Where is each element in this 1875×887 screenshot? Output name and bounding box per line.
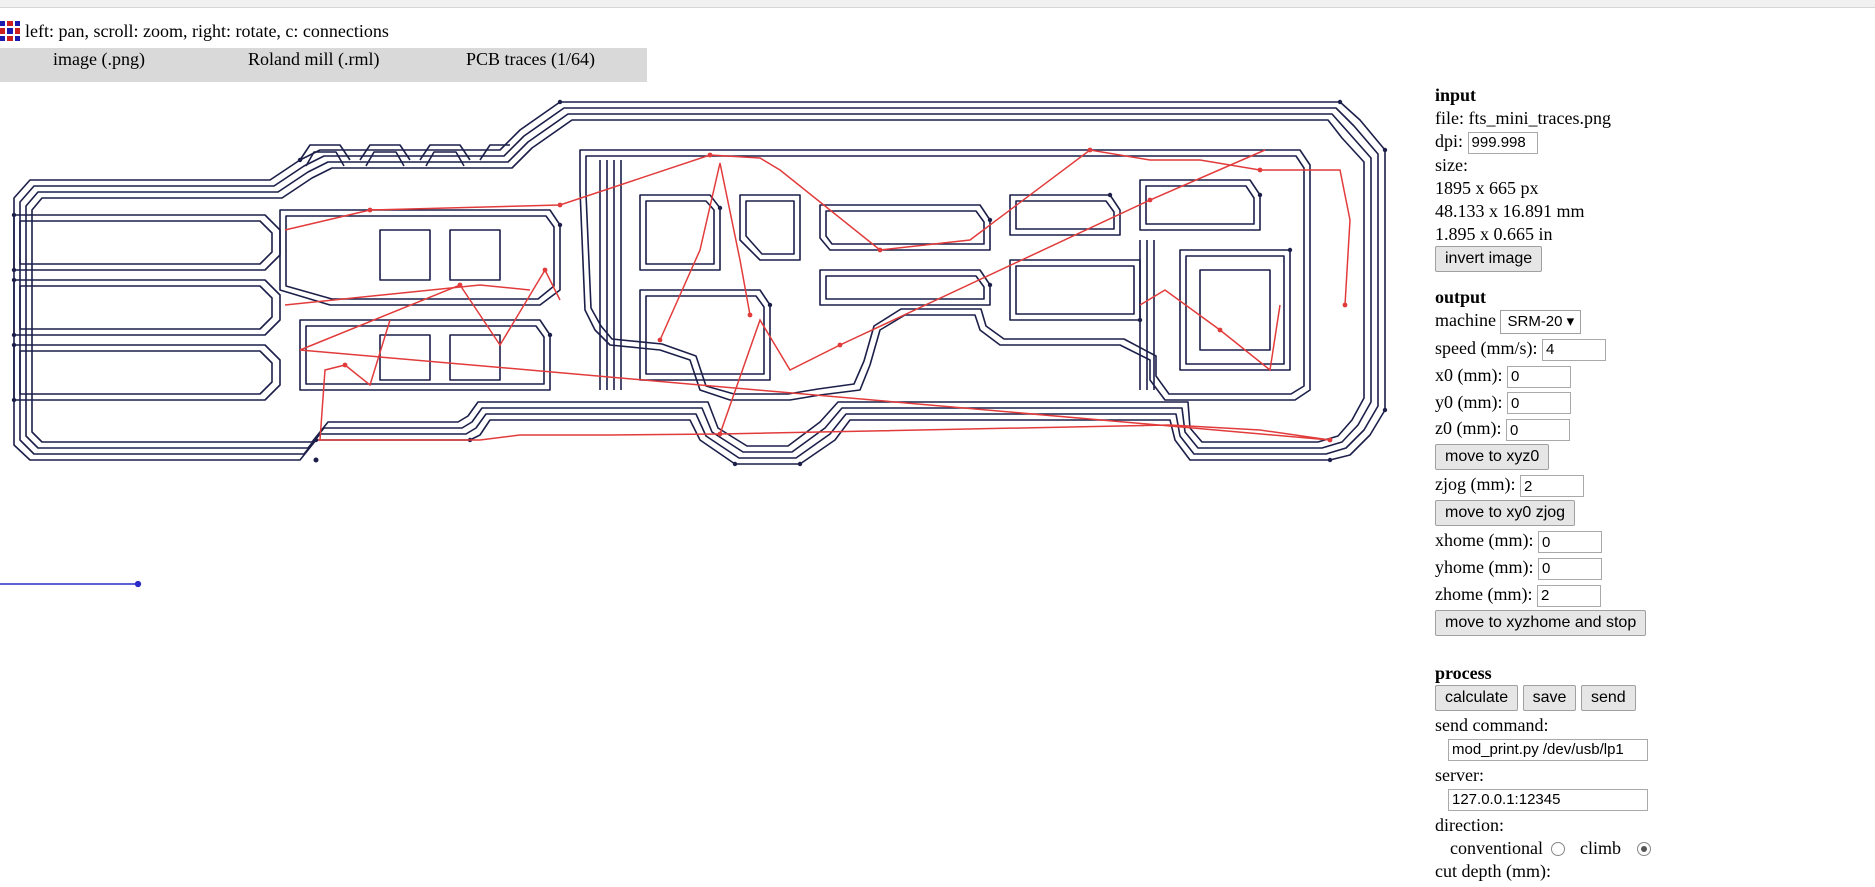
z0-row: z0 (mm): bbox=[1435, 417, 1875, 442]
dpi-input[interactable] bbox=[1467, 131, 1538, 154]
dpi-label: dpi: bbox=[1435, 131, 1464, 151]
dropdown-arrow-icon: ▾ bbox=[1566, 312, 1575, 330]
app-grid-icon bbox=[0, 21, 20, 41]
move-to-xy0-zjog-button[interactable]: move to xy0 zjog bbox=[1435, 500, 1576, 527]
y0-label: y0 (mm): bbox=[1435, 391, 1503, 412]
speed-input[interactable] bbox=[1541, 338, 1606, 361]
input-file-row: file: fts_mini_traces.png bbox=[1435, 107, 1875, 130]
toolpath-view[interactable] bbox=[0, 90, 1420, 610]
z0-label: z0 (mm): bbox=[1435, 418, 1502, 439]
connection-lines bbox=[284, 149, 1351, 441]
size-px: 1895 x 665 px bbox=[1435, 177, 1539, 198]
yhome-row: yhome (mm): bbox=[1435, 556, 1875, 580]
size-label: size: bbox=[1435, 154, 1468, 175]
calculate-button[interactable]: calculate bbox=[1435, 684, 1519, 711]
server-input[interactable] bbox=[1448, 788, 1648, 811]
toolpath-points bbox=[11, 99, 1388, 467]
zhome-label: zhome (mm): bbox=[1435, 583, 1533, 604]
settings-panel: input file: fts_mini_traces.png dpi: siz… bbox=[1435, 84, 1875, 883]
direction-row: conventional climb bbox=[1435, 837, 1875, 860]
output-heading: output bbox=[1435, 286, 1487, 307]
file-name: fts_mini_traces.png bbox=[1468, 108, 1611, 128]
browser-top-edge bbox=[0, 0, 1875, 8]
climb-radio[interactable] bbox=[1637, 842, 1652, 857]
server-label: server: bbox=[1435, 764, 1484, 785]
invert-image-button[interactable]: invert image bbox=[1435, 245, 1543, 272]
dpi-row: dpi: bbox=[1435, 130, 1875, 154]
tab-image-png[interactable]: image (.png) bbox=[53, 49, 145, 69]
move-to-xyz0-button[interactable]: move to xyz0 bbox=[1435, 444, 1550, 471]
machine-select[interactable]: SRM-20 ▾ bbox=[1500, 309, 1582, 334]
speed-label: speed (mm/s): bbox=[1435, 337, 1538, 358]
yhome-label: yhome (mm): bbox=[1435, 557, 1534, 577]
tab-pcb-traces[interactable]: PCB traces (1/64) bbox=[466, 49, 595, 69]
move-to-xyzhome-button[interactable]: move to xyzhome and stop bbox=[1435, 609, 1647, 636]
send-command-label: send command: bbox=[1435, 714, 1549, 735]
zhome-row: zhome (mm): bbox=[1435, 583, 1875, 607]
controls-hint: left: pan, scroll: zoom, right: rotate, … bbox=[25, 20, 389, 41]
x0-row: x0 (mm): bbox=[1435, 364, 1875, 388]
file-label: file: bbox=[1435, 108, 1464, 128]
y0-input[interactable] bbox=[1507, 392, 1571, 415]
zjog-label: zjog (mm): bbox=[1435, 474, 1516, 495]
conventional-label: conventional bbox=[1450, 837, 1543, 858]
speed-row: speed (mm/s): bbox=[1435, 337, 1875, 361]
x0-input[interactable] bbox=[1507, 365, 1571, 388]
machine-row: machine SRM-20 ▾ bbox=[1435, 309, 1875, 334]
zhome-input[interactable] bbox=[1536, 584, 1601, 607]
send-command-input[interactable] bbox=[1448, 738, 1648, 761]
climb-label: climb bbox=[1579, 837, 1621, 858]
process-heading: process bbox=[1435, 662, 1492, 683]
conventional-radio[interactable] bbox=[1551, 842, 1566, 857]
yhome-input[interactable] bbox=[1537, 557, 1602, 580]
send-button[interactable]: send bbox=[1580, 684, 1636, 711]
size-in: 1.895 x 0.665 in bbox=[1435, 223, 1553, 244]
y0-row: y0 (mm): bbox=[1435, 391, 1875, 415]
z0-input[interactable] bbox=[1505, 419, 1570, 442]
toolpath-traces bbox=[13, 101, 1386, 465]
process-buttons: calculate save send bbox=[1435, 684, 1875, 711]
module-tab-bar: image (.png) Roland mill (.rml) PCB trac… bbox=[0, 48, 647, 82]
zjog-row: zjog (mm): bbox=[1435, 473, 1875, 498]
save-button[interactable]: save bbox=[1522, 684, 1577, 711]
xhome-label: xhome (mm): bbox=[1435, 530, 1534, 551]
machine-label: machine bbox=[1435, 309, 1496, 330]
x0-label: x0 (mm): bbox=[1435, 364, 1503, 385]
cut-depth-label: cut depth (mm): bbox=[1435, 860, 1551, 881]
xhome-row: xhome (mm): bbox=[1435, 529, 1875, 553]
zjog-input[interactable] bbox=[1519, 475, 1584, 498]
input-heading: input bbox=[1435, 85, 1477, 105]
connection-points bbox=[342, 147, 1348, 443]
tab-roland-mill-rml[interactable]: Roland mill (.rml) bbox=[248, 49, 380, 69]
machine-value: SRM-20 bbox=[1507, 312, 1563, 330]
direction-label: direction: bbox=[1435, 814, 1504, 835]
x-axis-indicator bbox=[0, 580, 142, 588]
size-mm: 48.133 x 16.891 mm bbox=[1435, 200, 1585, 221]
hint-row: left: pan, scroll: zoom, right: rotate, … bbox=[0, 20, 389, 42]
xhome-input[interactable] bbox=[1537, 531, 1602, 553]
